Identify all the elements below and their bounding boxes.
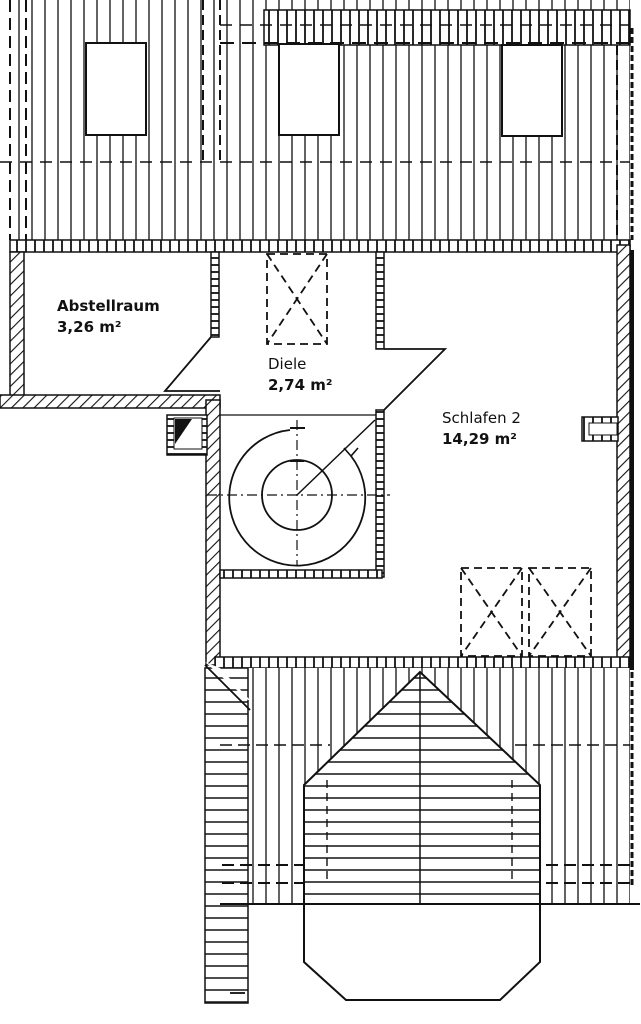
roof-window-top-right xyxy=(501,44,563,137)
room-label-diele: Diele 2,74 m² xyxy=(268,354,332,396)
roof-window-top-center xyxy=(278,43,340,136)
room-area: 14,29 m² xyxy=(442,430,517,448)
chimney xyxy=(166,414,208,456)
room-name: Diele xyxy=(268,355,307,373)
spiral-staircase xyxy=(207,419,390,567)
upper-roof xyxy=(0,0,634,240)
skylight-schlafen-right xyxy=(528,567,592,657)
room-area: 2,74 m² xyxy=(268,376,333,394)
roof-window-top-left xyxy=(85,42,147,136)
room-name: Schlafen 2 xyxy=(442,409,521,427)
dormer-roof xyxy=(303,670,541,905)
room-label-abstellraum: Abstellraum 3,26 m² xyxy=(57,296,160,338)
room-name: Abstellraum xyxy=(57,297,160,315)
balcony xyxy=(303,903,541,1001)
room-label-schlafen-2: Schlafen 2 14,29 m² xyxy=(442,408,521,450)
walls xyxy=(0,239,634,670)
room-area: 3,26 m² xyxy=(57,318,122,336)
roof-slope-lines xyxy=(163,336,448,416)
skylight-schlafen-left xyxy=(460,567,523,657)
skylight-diele xyxy=(266,253,328,345)
wall-niche xyxy=(581,416,619,442)
